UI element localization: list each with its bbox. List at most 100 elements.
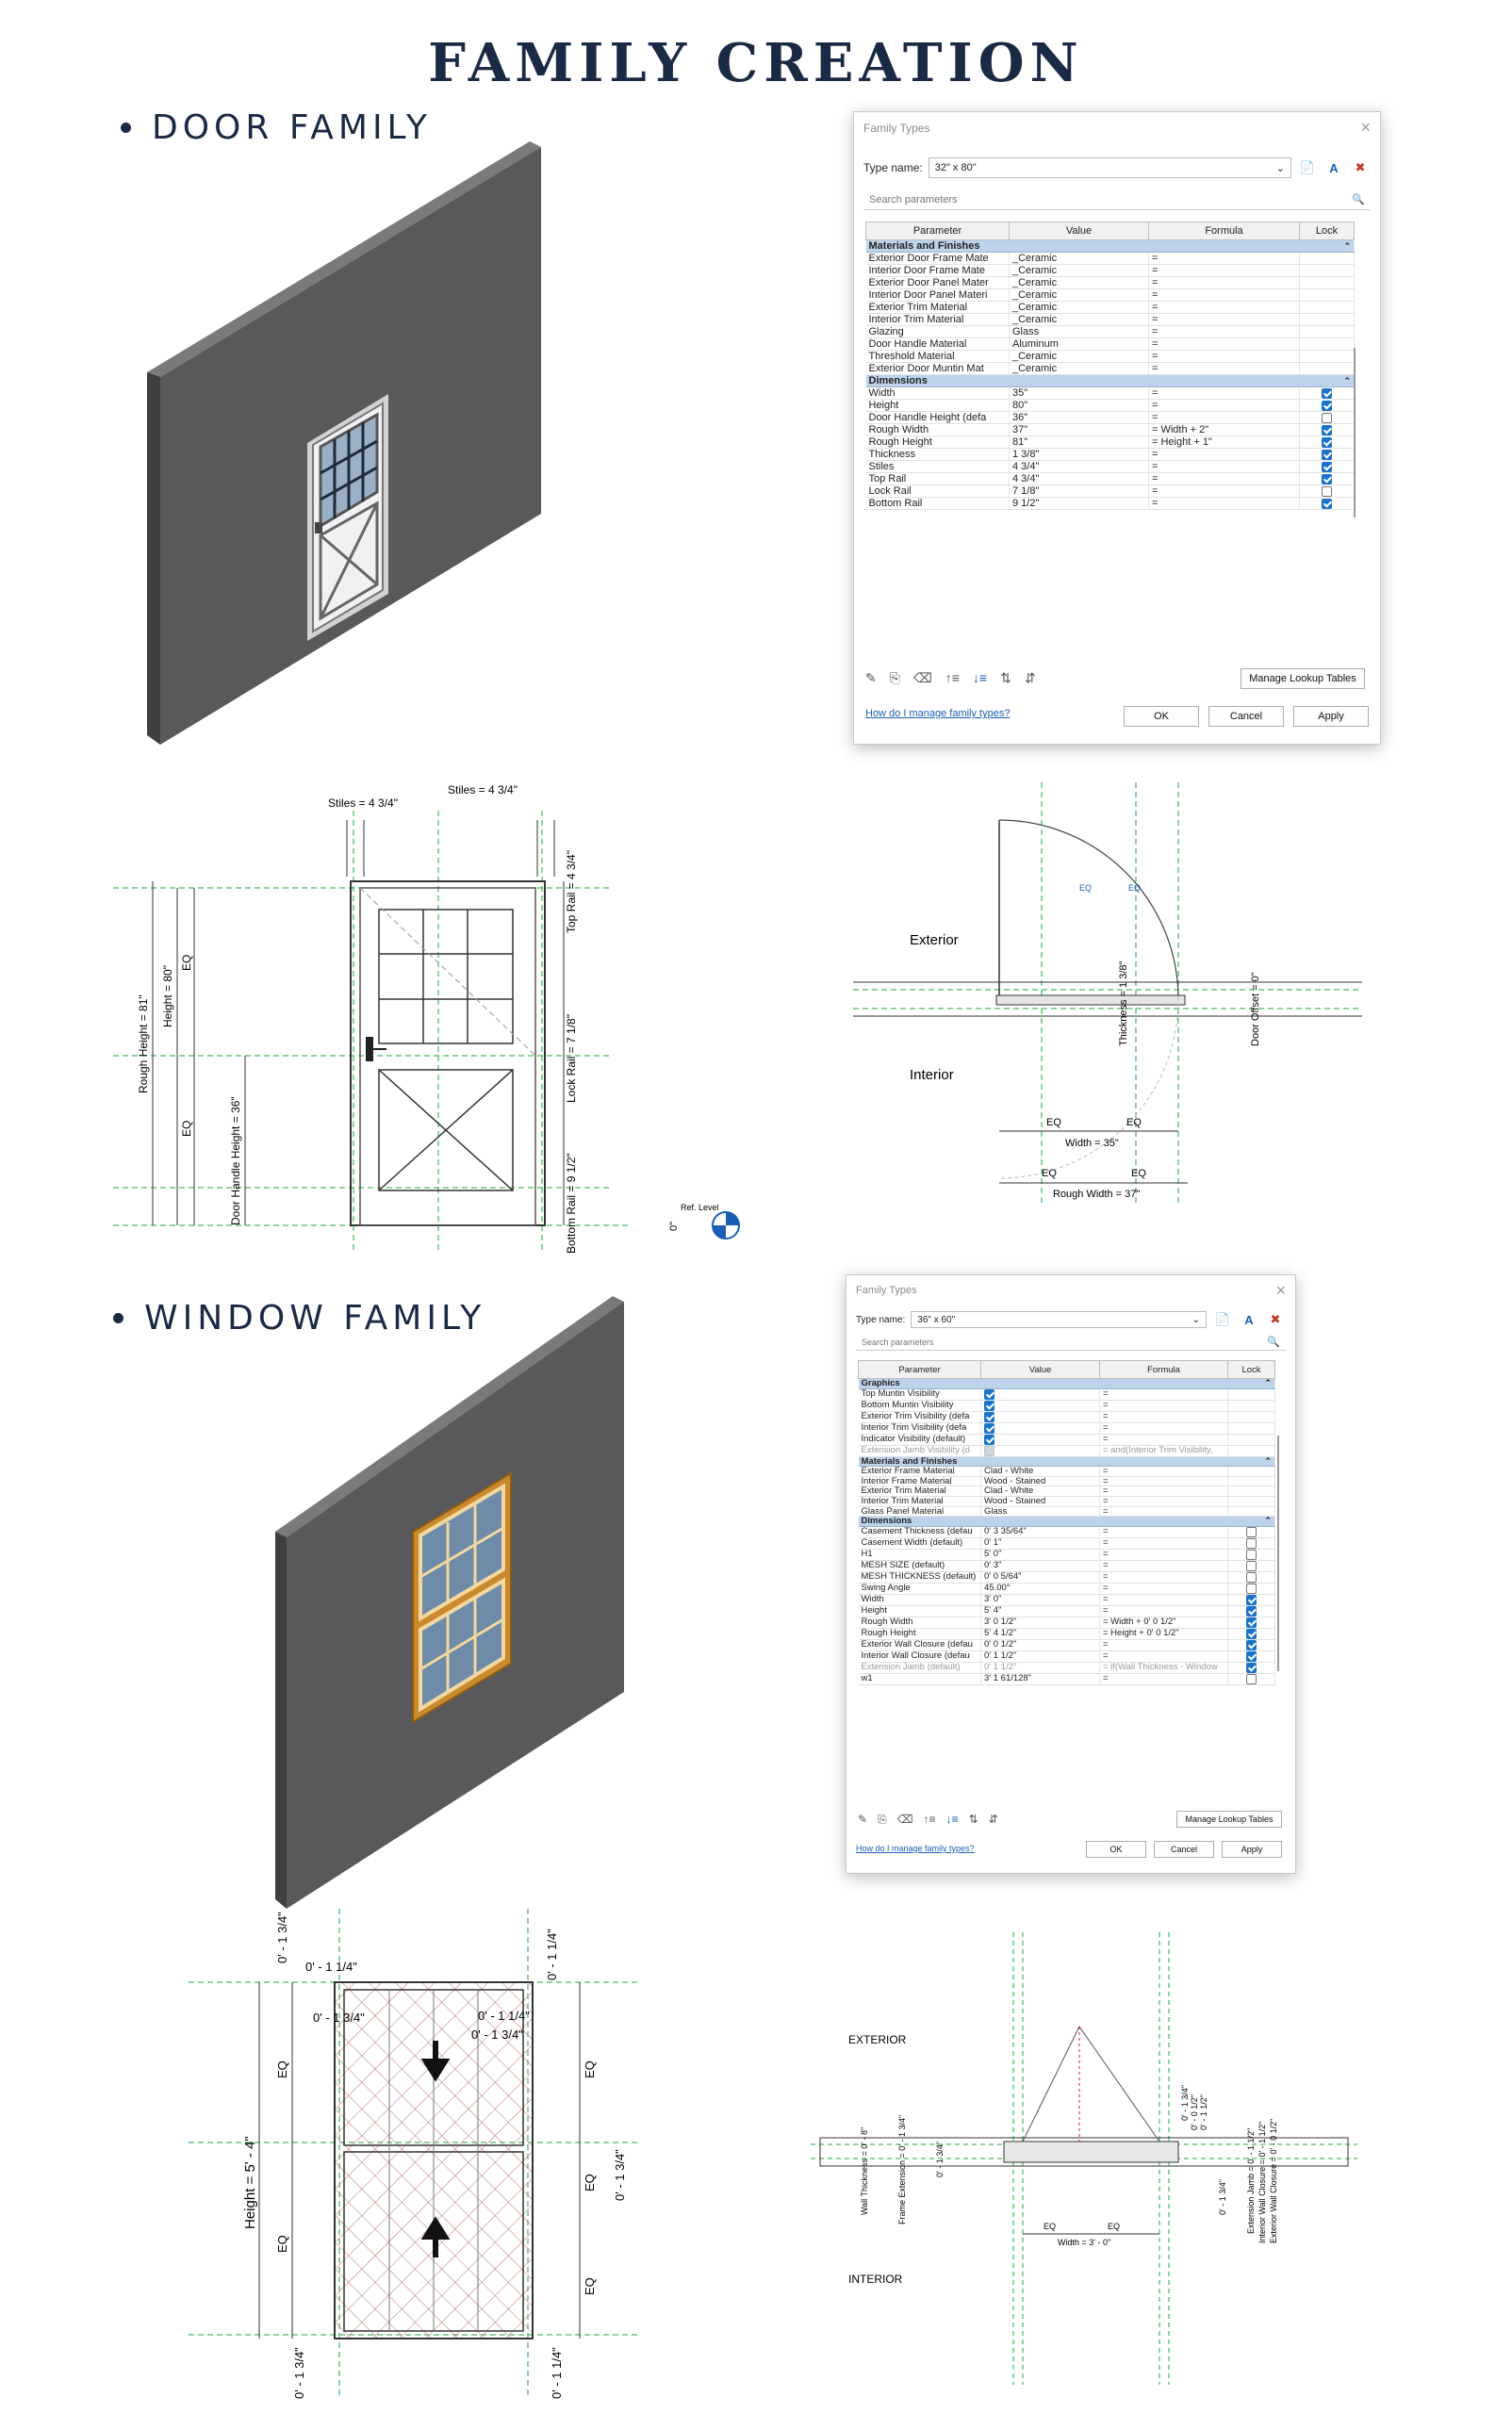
- formula-cell[interactable]: =: [1148, 301, 1300, 314]
- ok-button[interactable]: OK: [1086, 1841, 1146, 1858]
- lock-cell[interactable]: [1299, 399, 1355, 412]
- value-cell[interactable]: 4 3/4": [1009, 460, 1149, 473]
- parameter-group-row[interactable]: Dimensions⌃: [865, 374, 1355, 387]
- parameter-row[interactable]: Exterior Door Frame Mate_Ceramic=: [865, 252, 1355, 265]
- formula-cell[interactable]: =: [1099, 1673, 1228, 1685]
- column-header[interactable]: Lock: [1299, 222, 1355, 240]
- help-link[interactable]: How do I manage family types?: [865, 708, 1011, 719]
- lock-checkbox[interactable]: [1246, 1594, 1257, 1605]
- scrollbar[interactable]: [1354, 348, 1356, 517]
- parameter-row[interactable]: Extension Jamb Visibility (d= and(Interi…: [858, 1445, 1275, 1457]
- collapse-icon[interactable]: ⌃: [1343, 241, 1351, 251]
- lock-cell[interactable]: [1299, 435, 1355, 449]
- value-cell[interactable]: [980, 1434, 1100, 1446]
- rename-type-icon[interactable]: A: [1244, 1312, 1254, 1327]
- formula-cell[interactable]: =: [1148, 448, 1300, 461]
- lock-checkbox[interactable]: [1322, 387, 1332, 399]
- parameter-row[interactable]: Interior Trim Visibility (defa=: [858, 1422, 1275, 1435]
- formula-cell[interactable]: =: [1099, 1583, 1228, 1595]
- formula-cell[interactable]: =: [1148, 288, 1300, 302]
- formula-cell[interactable]: =: [1148, 325, 1300, 338]
- parameter-row[interactable]: Interior Door Panel Materi_Ceramic=: [865, 288, 1355, 302]
- value-cell[interactable]: 0' 3": [980, 1560, 1100, 1572]
- value-checkbox[interactable]: [984, 1434, 994, 1445]
- formula-cell[interactable]: =: [1099, 1422, 1228, 1435]
- formula-cell[interactable]: =: [1099, 1411, 1228, 1423]
- lock-cell[interactable]: [1227, 1605, 1275, 1617]
- column-header[interactable]: Value: [980, 1360, 1100, 1379]
- value-cell[interactable]: 5' 0": [980, 1549, 1100, 1561]
- parameter-row[interactable]: MESH THICKNESS (default)0' 0 5/64"=: [858, 1571, 1275, 1584]
- lock-checkbox[interactable]: [1322, 498, 1332, 509]
- column-header[interactable]: Formula: [1148, 222, 1300, 240]
- apply-button[interactable]: Apply: [1222, 1841, 1282, 1858]
- value-cell[interactable]: _Ceramic: [1009, 350, 1149, 363]
- move-up-icon[interactable]: ↑≡: [945, 670, 960, 685]
- column-header[interactable]: Parameter: [858, 1360, 981, 1379]
- lock-checkbox[interactable]: [1246, 1537, 1257, 1549]
- lock-cell[interactable]: [1227, 1537, 1275, 1550]
- value-cell[interactable]: 80": [1009, 399, 1149, 412]
- value-cell[interactable]: 5' 4 1/2": [980, 1628, 1100, 1640]
- lock-checkbox[interactable]: [1322, 400, 1332, 411]
- formula-cell[interactable]: =: [1148, 472, 1300, 485]
- formula-cell[interactable]: = if(Wall Thickness - Window: [1099, 1662, 1228, 1674]
- value-cell[interactable]: _Ceramic: [1009, 301, 1149, 314]
- delete-parameter-icon[interactable]: ⌫: [896, 1813, 913, 1826]
- value-checkbox[interactable]: [984, 1400, 994, 1411]
- lock-checkbox[interactable]: [1246, 1650, 1257, 1662]
- value-checkbox[interactable]: [984, 1422, 994, 1434]
- new-parameter-icon[interactable]: ⎘: [878, 1813, 887, 1826]
- formula-cell[interactable]: =: [1148, 386, 1300, 400]
- value-cell[interactable]: 3' 0": [980, 1594, 1100, 1606]
- value-cell[interactable]: 5' 4": [980, 1605, 1100, 1617]
- formula-cell[interactable]: =: [1099, 1571, 1228, 1584]
- edit-parameter-icon[interactable]: ✎: [865, 670, 877, 685]
- formula-cell[interactable]: =: [1148, 484, 1300, 498]
- formula-cell[interactable]: =: [1148, 350, 1300, 363]
- move-up-icon[interactable]: ↑≡: [923, 1813, 936, 1826]
- parameter-group-row[interactable]: Dimensions⌃: [858, 1516, 1275, 1527]
- lock-checkbox[interactable]: [1322, 436, 1332, 448]
- apply-button[interactable]: Apply: [1293, 706, 1369, 727]
- formula-cell[interactable]: =: [1099, 1506, 1228, 1518]
- cancel-button[interactable]: Cancel: [1154, 1841, 1214, 1858]
- parameter-row[interactable]: Extension Jamb (default)0' 1 1/2"= if(Wa…: [858, 1662, 1275, 1674]
- lock-checkbox[interactable]: [1322, 473, 1332, 484]
- formula-cell[interactable]: =: [1099, 1650, 1228, 1663]
- type-name-dropdown[interactable]: 32" x 80" ⌄: [928, 157, 1291, 178]
- help-link[interactable]: How do I manage family types?: [856, 1844, 975, 1853]
- delete-type-icon[interactable]: ✖: [1355, 160, 1366, 174]
- value-cell[interactable]: _Ceramic: [1009, 276, 1149, 289]
- formula-cell[interactable]: =: [1099, 1594, 1228, 1606]
- lock-cell[interactable]: [1227, 1673, 1275, 1685]
- parameter-row[interactable]: Interior Trim Material_Ceramic=: [865, 313, 1355, 326]
- lock-cell[interactable]: [1299, 472, 1355, 485]
- column-header[interactable]: Lock: [1227, 1360, 1275, 1379]
- formula-cell[interactable]: = Height + 1": [1148, 435, 1300, 449]
- value-cell[interactable]: Clad - White: [980, 1466, 1100, 1477]
- parameter-group-row[interactable]: Graphics⌃: [858, 1378, 1275, 1389]
- lock-checkbox[interactable]: [1246, 1617, 1257, 1628]
- move-down-icon[interactable]: ↓≡: [945, 1813, 959, 1826]
- parameter-row[interactable]: Top Muntin Visibility=: [858, 1388, 1275, 1401]
- lock-cell[interactable]: [1299, 460, 1355, 473]
- formula-cell[interactable]: =: [1099, 1639, 1228, 1651]
- value-cell[interactable]: 0' 0 1/2": [980, 1639, 1100, 1651]
- formula-cell[interactable]: =: [1148, 264, 1300, 277]
- value-cell[interactable]: 36": [1009, 411, 1149, 424]
